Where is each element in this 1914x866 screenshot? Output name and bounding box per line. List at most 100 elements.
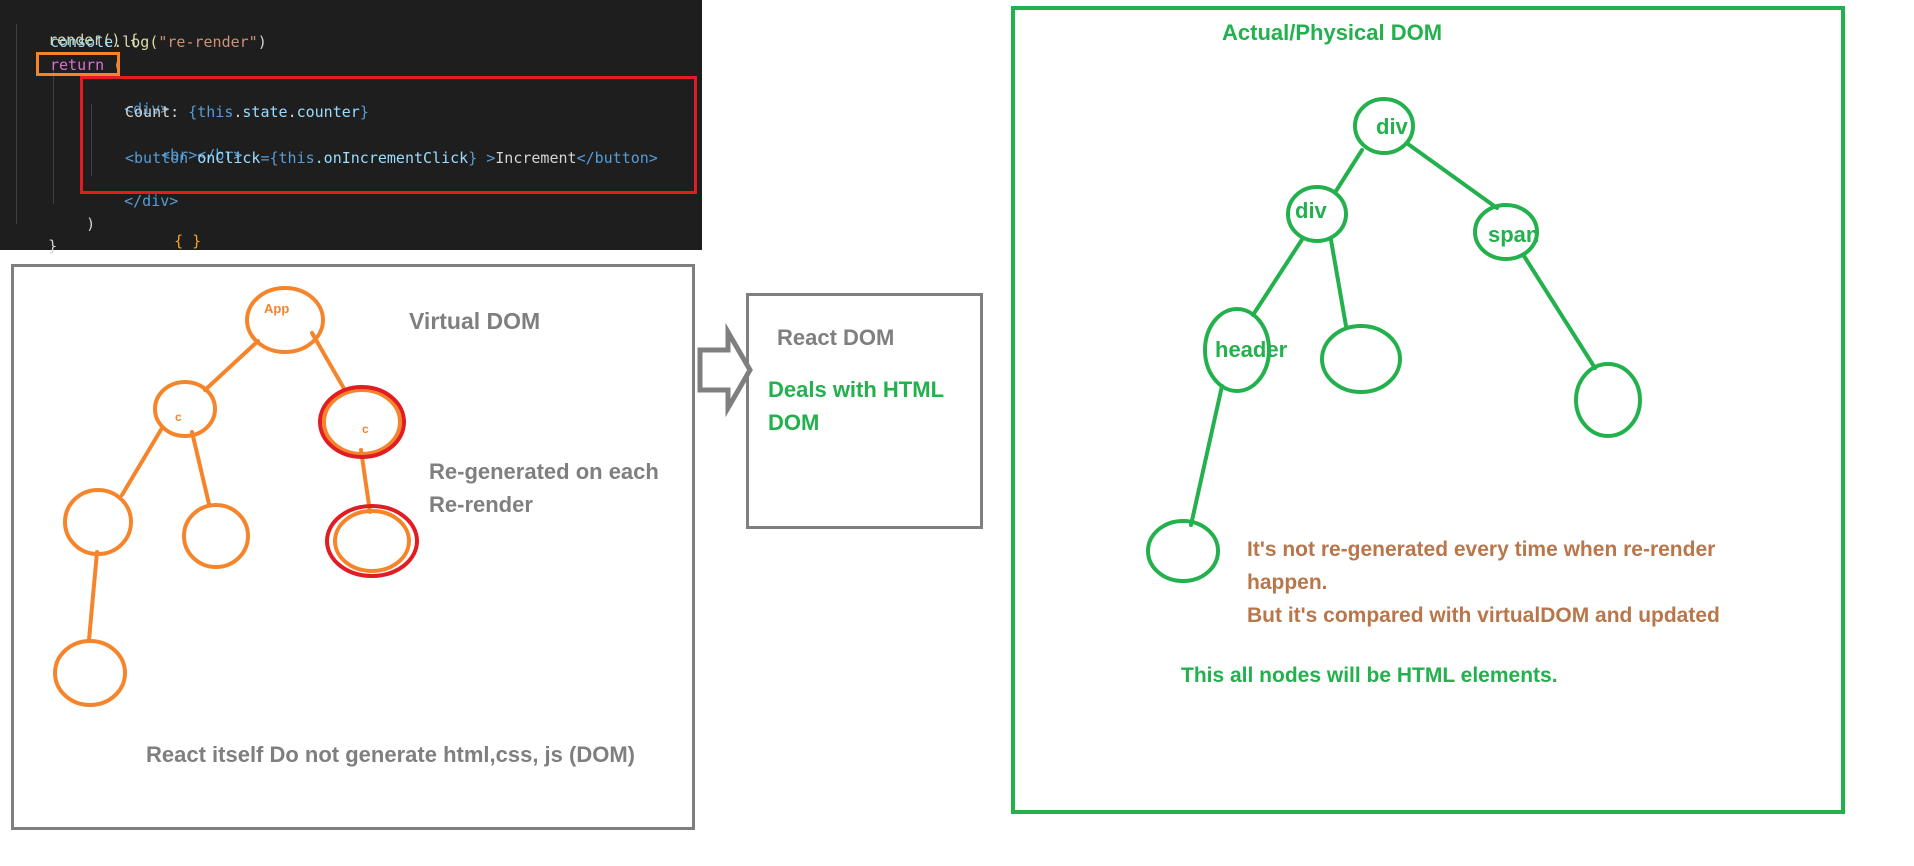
code-paren-close: ) (86, 215, 96, 233)
vdom-changed-rings (318, 385, 419, 578)
vdom-node-c-right (322, 388, 402, 456)
code-line-4: <div> (88, 79, 169, 139)
virtual-dom-edges (87, 331, 372, 642)
pdom-label-div-root: div (1376, 114, 1409, 139)
physical-dom-edges (1189, 142, 1597, 527)
code-stray-braces: { } (138, 211, 201, 271)
vdom-node-leaf-3 (333, 509, 411, 573)
pdom-node-div-root (1353, 97, 1415, 155)
pdom-edge-root-left (1334, 148, 1364, 193)
code-brace: { (188, 103, 198, 121)
physical-dom-note-line1: It's not re-generated every time when re… (1247, 538, 1716, 561)
pdom-label-div: div (1295, 198, 1328, 223)
react-dom-box (746, 293, 983, 529)
code-panel: render() { console.log("re-render") retu… (0, 0, 702, 255)
vdom-node-c-left (153, 380, 217, 438)
pdom-node-leaf-1 (1320, 324, 1402, 394)
code-line-7: <button onClick={this.onIncrementClick} … (125, 148, 658, 168)
code-eq-brace: ={ (260, 149, 279, 167)
flow-arrow (697, 322, 753, 418)
virtual-dom-footer: React itself Do not generate html,css, j… (146, 742, 635, 767)
pdom-node-header (1203, 307, 1271, 393)
indent-guide (53, 64, 54, 204)
code-dot: . (233, 103, 243, 121)
code-log-call: .log( (113, 33, 159, 51)
pdom-edge-div-header (1251, 236, 1305, 317)
code-string: "re-render" (158, 33, 258, 51)
code-div-open: <div> (124, 100, 170, 118)
react-dom-desc-line1: Deals with HTML (768, 377, 945, 402)
code-button-open: <button (125, 149, 198, 167)
code-button-close: </button> (576, 149, 658, 167)
pdom-label-header: header (1215, 337, 1288, 362)
jsx-highlight-box (80, 76, 697, 194)
vdom-node-leaf-4 (53, 639, 127, 707)
code-onclick-attr: onClick (197, 149, 261, 167)
code-this: this (278, 149, 315, 167)
react-dom-desc-line2: DOM (768, 410, 820, 435)
physical-dom-footer: This all nodes will be HTML elements. (1181, 664, 1558, 687)
code-line-8: </div> (88, 171, 178, 231)
virtual-dom-title: Virtual DOM (409, 308, 541, 334)
code-div-close: </div> (124, 192, 179, 210)
code-line-2: console.log("re-render") (50, 32, 267, 52)
code-line-9: ) (50, 194, 95, 254)
code-close-brace: } > (468, 149, 496, 167)
vdom-edge-root-left (203, 339, 260, 392)
code-render-signature: render() { (48, 31, 139, 49)
react-dom-title: React DOM (777, 325, 895, 350)
vdom-edge-root-right (310, 331, 348, 394)
vdom-label-c-right: c (362, 422, 369, 436)
code-line-1: render() { (12, 10, 138, 70)
physical-dom-nodes (1146, 97, 1642, 583)
react-dom-desc: Deals with HTML DOM (768, 373, 944, 439)
pdom-node-div (1286, 185, 1348, 243)
pdom-edge-span-leaf (1522, 254, 1597, 370)
code-brace-close: } (48, 237, 58, 255)
physical-dom-box (1011, 6, 1845, 814)
code-dot: . (287, 103, 297, 121)
pdom-node-leaf-2 (1574, 362, 1642, 438)
vdom-changed-ring-c (318, 385, 406, 459)
code-curly-braces: { } (174, 232, 202, 250)
physical-dom-note: It's not re-generated every time when re… (1247, 533, 1720, 632)
vdom-node-app (245, 286, 325, 354)
virtual-dom-note-line1: Re-generated on each (429, 459, 659, 484)
code-count-text: Count: (125, 103, 189, 121)
pdom-node-span (1473, 203, 1539, 261)
indent-guide (16, 24, 17, 224)
code-return-keyword: return (50, 56, 105, 74)
pdom-label-span: span (1488, 222, 1539, 247)
vdom-edge-left-leftleaf (120, 426, 164, 497)
vdom-label-app: App (264, 301, 289, 316)
virtual-dom-note-line2: Re-render (429, 492, 533, 517)
pdom-node-leaf-3 (1146, 519, 1220, 583)
pdom-edge-div-leaf (1329, 238, 1348, 328)
vdom-node-leaf-2 (182, 503, 250, 569)
code-handler: .onIncrementClick (314, 149, 469, 167)
pdom-edge-root-right (1406, 142, 1499, 210)
physical-dom-title: Actual/Physical DOM (1222, 20, 1443, 45)
pdom-edge-header-leaf (1189, 384, 1224, 527)
vdom-label-c-left: c (175, 410, 182, 424)
virtual-dom-note: Re-generated on each Re-render (429, 455, 659, 521)
physical-dom-note-line2: happen. (1247, 571, 1328, 594)
code-line-6: <br></br> (125, 125, 242, 185)
vdom-edge-right-leaf (359, 448, 372, 514)
code-line-5: Count: {this.state.counter} (125, 102, 369, 122)
return-highlight-box (36, 52, 120, 76)
physical-dom-note-line3: But it's compared with virtualDOM and up… (1247, 604, 1720, 627)
virtual-dom-nodes (53, 286, 411, 707)
code-counter: counter (296, 103, 360, 121)
code-paren: ) (257, 33, 267, 51)
code-button-text: Increment (495, 149, 577, 167)
virtual-dom-box (11, 264, 695, 830)
code-br-tag: <br></br> (161, 146, 243, 164)
vdom-edge-left-rightleaf (190, 430, 211, 506)
code-console: console (50, 33, 114, 51)
code-state: state (242, 103, 288, 121)
indent-guide (91, 104, 92, 176)
code-line-10: } (12, 216, 57, 276)
code-brace: } (359, 103, 369, 121)
